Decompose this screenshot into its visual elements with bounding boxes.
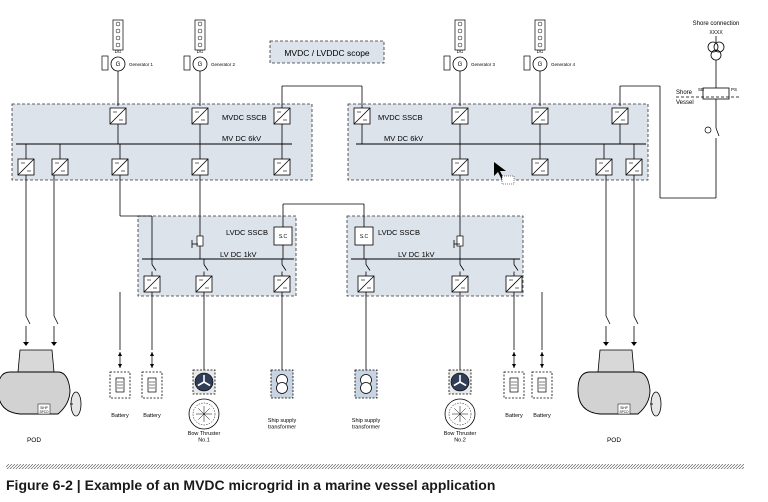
earth-switch <box>191 240 198 248</box>
lv-bottom-converter-4 <box>357 275 375 293</box>
figure-caption: Figure 6-2 | Example of an MVDC microgri… <box>6 477 496 493</box>
mv-right-bus-label: MV DC 6kV <box>384 134 423 143</box>
lv-feeder-breaker <box>459 259 465 276</box>
lv-feeder-breaker <box>281 259 287 276</box>
battery-2: Battery <box>141 292 163 419</box>
mv-bottom-converter-3 <box>111 158 129 176</box>
battery-4: Battery <box>531 292 553 419</box>
generator-tag: DG <box>197 49 204 54</box>
pod-left-label: POD <box>27 437 41 444</box>
generator-label: Generator 3 <box>471 62 496 67</box>
caption-rule <box>6 464 744 469</box>
lv-bottom-converter-6 <box>505 275 523 293</box>
lv-left-bus-label: LV DC 1kV <box>220 250 257 259</box>
lv-switchboard-left <box>137 215 297 297</box>
lv-bottom-converter-1 <box>143 275 161 293</box>
lv-bottom-converter-2 <box>195 275 213 293</box>
generator-label: Generator 4 <box>551 62 576 67</box>
mv-top-converter-1 <box>109 107 127 125</box>
lv-left-sscb-label: LVDC SSCB <box>226 228 268 237</box>
battery-label: Battery <box>143 413 161 419</box>
generator-label: Generator 1 <box>129 62 154 67</box>
generator-symbol: G <box>116 62 121 68</box>
mv-bottom-converter-2 <box>51 158 69 176</box>
lv-feeder-breaker <box>151 259 157 276</box>
earth-switch <box>453 240 460 248</box>
pod-right-label: POD <box>607 437 621 444</box>
svg-text:S.C: S.C <box>360 234 369 240</box>
vessel-label: Vessel <box>676 100 694 106</box>
battery-label: Battery <box>505 413 523 419</box>
shore-connection: Shore connection XXXX Shore Vessel SB PS <box>619 21 740 199</box>
mv-bottom-converter-9 <box>625 158 643 176</box>
shore-ps: PS <box>731 87 737 92</box>
scope-box: MVDC / LVDDC scope <box>269 40 385 64</box>
lv-switchboard-right <box>346 215 524 297</box>
mv-left-sscb-label: MVDC SSCB <box>222 113 267 122</box>
cursor-icon <box>494 162 515 185</box>
lv-right-sscb-label: LVDC SSCB <box>378 228 420 237</box>
mv-bottom-converter-6 <box>451 158 469 176</box>
generator-tag: DG <box>457 49 464 54</box>
lv-feeder-breaker <box>513 259 519 276</box>
mv-bottom-converter-4 <box>191 158 209 176</box>
generator-symbol: G <box>538 62 543 68</box>
mv-top-converter-4 <box>353 107 371 125</box>
lv-left-fuse <box>196 235 204 247</box>
mv-bottom-converter-8 <box>595 158 613 176</box>
lv-left-ssc-box: S.C <box>273 226 293 246</box>
generator-tag: DG <box>537 49 544 54</box>
mv-bottom-converter-7 <box>531 158 549 176</box>
mv-top-converter-2 <box>191 107 209 125</box>
scope-label: MVDC / LVDDC scope <box>284 48 370 58</box>
generator-tag: DG <box>115 49 122 54</box>
svg-text:S.C: S.C <box>279 234 288 240</box>
generator-symbol: G <box>198 62 203 68</box>
mv-top-converter-5 <box>451 107 469 125</box>
lv-right-ssc-box: S.C <box>354 226 374 246</box>
mv-bottom-converter-5 <box>273 158 291 176</box>
lv-feeder-breaker <box>365 259 371 276</box>
mv-left-bus-label: MV DC 6kV <box>222 134 261 143</box>
lv-bottom-converter-3 <box>273 275 291 293</box>
mv-right-sscb-label: MVDC SSCB <box>378 113 423 122</box>
generator-label: Generator 2 <box>211 62 236 67</box>
lv-bottom-converter-5 <box>451 275 469 293</box>
shore-label: Shore <box>676 90 693 96</box>
lv-feeder-breaker <box>203 259 209 276</box>
generator-3: DG G Generator 3 <box>443 19 496 106</box>
generator-1: DG G Generator 1 <box>101 19 154 106</box>
mv-top-converter-3 <box>273 107 291 125</box>
generator-4: DG G Generator 4 <box>523 19 576 106</box>
mv-top-converter-7 <box>611 107 629 125</box>
shore-code: XXXX <box>709 30 723 36</box>
battery-3: Battery <box>503 292 525 419</box>
battery-1: Battery <box>109 292 131 419</box>
battery-label: Battery <box>111 413 129 419</box>
lv-right-fuse <box>456 235 464 247</box>
generator-2: DG G Generator 2 <box>183 19 236 106</box>
mv-top-converter-6 <box>531 107 549 125</box>
battery-label: Battery <box>533 413 551 419</box>
shore-title: Shore connection <box>693 21 740 27</box>
generator-symbol: G <box>458 62 463 68</box>
lv-right-bus-label: LV DC 1kV <box>398 250 435 259</box>
mv-bottom-converter-1 <box>17 158 35 176</box>
shore-sb: SB <box>698 87 704 92</box>
